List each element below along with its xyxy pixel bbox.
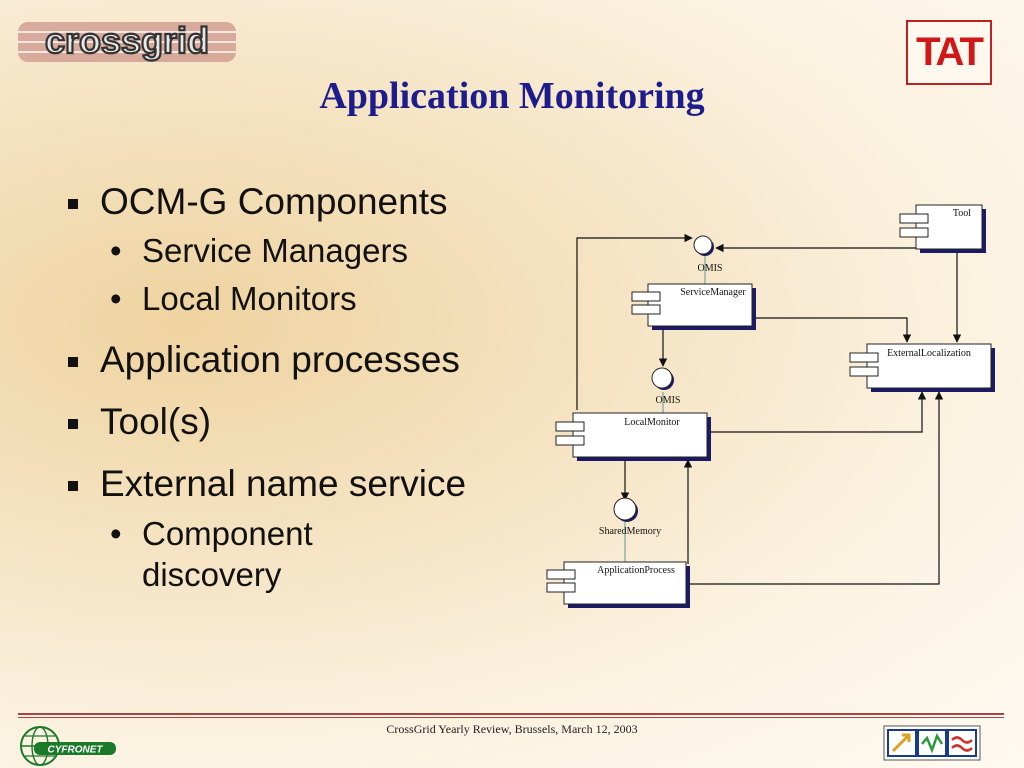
footer-rule-bottom [18,717,1004,718]
bullet-application-processes: Application processes [64,338,534,382]
sub-bullet-component-discovery: Component discovery [64,513,534,596]
tool-component: Tool [899,204,986,253]
tat-badge-text: TAT [916,30,984,74]
sub-bullet-component-discovery-line2: discovery [142,556,282,594]
localmonitor-to-omis-top-arrow [576,233,693,410]
logo-brick-pattern [18,22,236,62]
tat-badge: TAT [906,20,992,85]
sub-bullet-local-monitors: Local Monitors [64,278,534,320]
sub-bullet-component-discovery-line1: Component [142,514,313,552]
bullet-list: OCM-G Components Service Managers Local … [64,180,534,596]
bullet-tools: Tool(s) [64,400,534,444]
ist-logo-square-2 [917,729,947,757]
servicemanager-to-externallocalization-arrow [752,317,912,343]
tool-label: Tool [953,208,971,219]
omis-top-label: OMIS [697,263,722,274]
localmonitor-label: LocalMonitor [624,417,680,428]
sharedmemory-interface: SharedMemory [599,497,661,537]
bullet-ocm-g-components: OCM-G Components [64,180,534,224]
applicationprocess-component: ApplicationProcess [546,561,690,608]
omis-mid-label: OMIS [655,395,680,406]
footer-rule-top [18,713,1004,715]
sharedmemory-label: SharedMemory [599,526,661,537]
ist-logo-square-1 [887,729,917,757]
page-title: Application Monitoring [319,75,705,117]
crossgrid-logo: crossgrid [18,19,236,62]
applicationprocess-to-externallocalization-arrow [688,391,944,585]
omis-mid-interface: OMIS [651,367,681,406]
cyfronet-wordmark: CYFRONET [48,745,104,756]
localmonitor-component: LocalMonitor [555,412,711,461]
bullet-external-name-service: External name service [64,462,534,506]
logo-wordmark: crossgrid [45,20,209,61]
applicationprocess-label: ApplicationProcess [597,565,675,576]
localmonitor-to-externallocalization-arrow [707,391,927,433]
ist-logo [883,725,981,761]
diagram-connectors [576,233,962,585]
ist-logo-square-3 [947,729,977,757]
externallocalization-component: ExternalLocalization [849,343,995,392]
externallocalization-label: ExternalLocalization [887,348,971,359]
footer-text: CrossGrid Yearly Review, Brussels, March… [386,722,638,736]
sub-bullet-service-managers: Service Managers [64,230,534,272]
interface-links [624,256,706,564]
servicemanager-label: ServiceManager [680,287,746,298]
servicemanager-component: ServiceManager [631,283,756,330]
cyfronet-logo: CYFRONET [20,726,116,766]
ocm-g-component-diagram: Tool OMIS ServiceManager ExternalLocaliz… [546,204,995,608]
omis-top-interface: OMIS [693,235,723,274]
